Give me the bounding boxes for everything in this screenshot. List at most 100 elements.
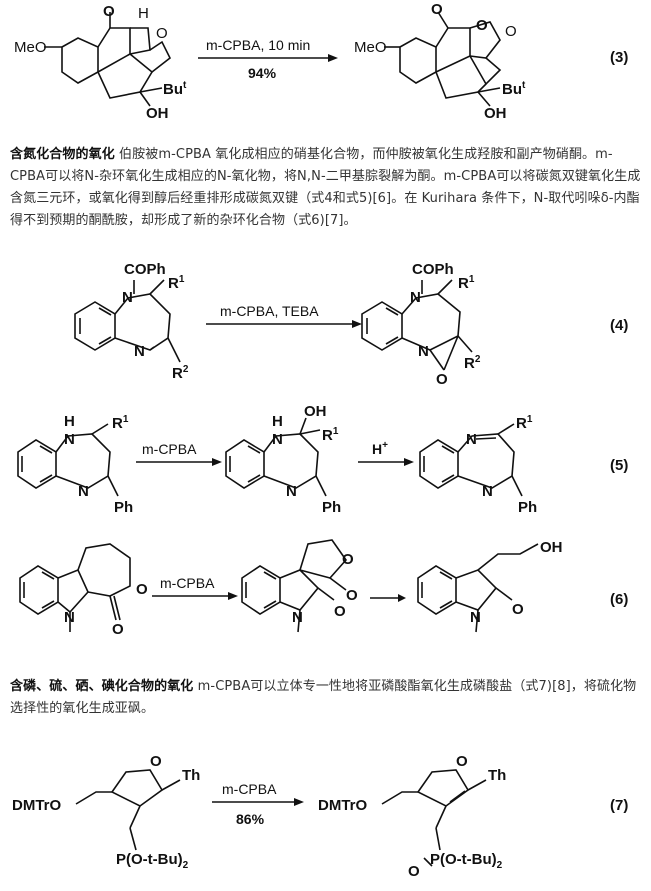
scheme-5-a-bonds (17, 423, 119, 497)
scheme-3-left-meo: MeO (14, 39, 47, 56)
scheme-5-arrowhead-1 (212, 458, 222, 466)
paragraph-nitrogen-body: 伯胺被m-CPBA 氧化成相应的硝基化合物，而仲胺被氧化生成羟胺和副产物硝酮。m… (10, 147, 641, 228)
scheme-5-b-oh: OH (304, 403, 327, 420)
scheme-4: COPh N R1 N R2 m-CPBA, TEBA COPh N R1 N … (0, 252, 651, 397)
scheme-6: N O O m-CPBA O O N O (0, 530, 651, 655)
scheme-3-right-ring-o: O (505, 23, 517, 40)
scheme-7-structures: DMTrO O Th P(O-t-Bu)2 m-CPBA 86% DMTrO O… (12, 753, 628, 880)
scheme-5-c-n1: N (466, 431, 477, 448)
scheme-7-label: (7) (610, 797, 628, 814)
scheme-4-left-r1: R1 (168, 274, 185, 292)
scheme-3-label: (3) (610, 49, 628, 66)
scheme-5-label: (5) (610, 457, 628, 474)
scheme-6-c-oh: OH (540, 539, 563, 556)
scheme-4-right-bonds (361, 279, 473, 371)
scheme-5-reagent-1: m-CPBA (142, 441, 197, 457)
scheme-3-right-meo: MeO (354, 39, 387, 56)
scheme-6-c-bonds (417, 543, 539, 633)
paragraph-nitrogen-lead: 含氮化合物的氧化 (10, 147, 115, 162)
scheme-3-right-tbu: But (502, 80, 526, 98)
scheme-4-right-n2: N (418, 343, 429, 360)
scheme-7-left-o: O (150, 753, 162, 770)
scheme-3-left-h: H (138, 5, 149, 22)
scheme-7-left-dmtr: DMTrO (12, 797, 62, 814)
scheme-3-arrowhead (328, 54, 338, 62)
scheme-4-right-r2: R2 (464, 354, 481, 372)
scheme-7: DMTrO O Th P(O-t-Bu)2 m-CPBA 86% DMTrO O… (0, 744, 651, 891)
scheme-4-reagent: m-CPBA, TEBA (220, 303, 319, 319)
scheme-3-yield: 94% (248, 65, 277, 81)
scheme-5-c-r1: R1 (516, 414, 533, 432)
scheme-4-left-n1: N (122, 289, 133, 306)
scheme-6-reagent: m-CPBA (160, 575, 215, 591)
scheme-6-label: (6) (610, 591, 628, 608)
paragraph-phosphorus-lead: 含磷、硫、硒、碘化合物的氧化 (10, 679, 194, 694)
scheme-7-right-dmtr: DMTrO (318, 797, 368, 814)
scheme-5-arrowhead-2 (404, 458, 414, 466)
scheme-3-left-ring-o: O (156, 25, 168, 42)
scheme-5-a-ph: Ph (114, 499, 133, 516)
scheme-5-a-h: H (64, 413, 75, 430)
scheme-7-arrowhead (294, 798, 304, 806)
scheme-7-reagent: m-CPBA (222, 781, 277, 797)
scheme-3-left-bonds (44, 12, 172, 107)
scheme-4-left-bonds (74, 279, 181, 363)
scheme-6-structures: N O O m-CPBA O O N O (19, 539, 628, 638)
scheme-6-b-n: N (292, 609, 303, 626)
scheme-7-left-th: Th (182, 767, 200, 784)
scheme-4-structures: COPh N R1 N R2 m-CPBA, TEBA COPh N R1 N … (74, 261, 628, 388)
scheme-6-b-o2: O (346, 587, 358, 604)
scheme-5-c-bonds (419, 423, 523, 497)
scheme-4-arrowhead (352, 320, 362, 328)
scheme-7-left-p: P(O-t-Bu)2 (116, 851, 189, 871)
scheme-7-yield: 86% (236, 811, 265, 827)
scheme-7-right-po: O (408, 863, 420, 880)
scheme-5-reagent-2: H+ (372, 440, 388, 457)
scheme-3-left-tbu: But (163, 80, 187, 98)
scheme-3-left-oh: OH (146, 105, 169, 122)
scheme-3: MeO O H O But OH m-CPBA, 10 min 94% MeO … (0, 0, 651, 130)
scheme-6-a-bonds (19, 543, 131, 632)
scheme-5-c-ph: Ph (518, 499, 537, 516)
scheme-3-reagent: m-CPBA, 10 min (206, 37, 310, 53)
scheme-4-label: (4) (610, 317, 628, 334)
scheme-3-left-ketone-o: O (103, 3, 115, 20)
scheme-6-a-o1: O (136, 581, 148, 598)
scheme-5-b-h: H (272, 413, 283, 430)
scheme-4-right-o: O (436, 371, 448, 388)
scheme-7-right-p: P(O-t-Bu)2 (430, 851, 503, 871)
scheme-4-left-cophe: COPh (124, 261, 166, 278)
scheme-5-b-n1: N (272, 431, 283, 448)
scheme-4-left-n2: N (134, 343, 145, 360)
scheme-5-structures: H N R1 N Ph m-CPBA H N OH R1 N Ph H+ (17, 403, 628, 516)
scheme-4-right-cophe: COPh (412, 261, 454, 278)
scheme-6-arrowhead-2 (398, 594, 406, 602)
scheme-6-b-bonds (241, 539, 348, 633)
scheme-4-right-r1: R1 (458, 274, 475, 292)
scheme-7-right-th: Th (488, 767, 506, 784)
scheme-4-right-n1: N (410, 289, 421, 306)
scheme-3-right-oh: OH (484, 105, 507, 122)
scheme-3-structures: MeO O H O But OH m-CPBA, 10 min 94% MeO … (14, 1, 628, 122)
scheme-3-right-bonds (384, 11, 502, 107)
scheme-5-b-n2: N (286, 483, 297, 500)
scheme-3-right-o1: O (431, 1, 443, 18)
scheme-5-a-r1: R1 (112, 414, 129, 432)
scheme-3-right-o2: O (476, 17, 488, 34)
scheme-5-b-r1: R1 (322, 426, 339, 444)
paragraph-nitrogen-oxidation: 含氮化合物的氧化 伯胺被m-CPBA 氧化成相应的硝基化合物，而仲胺被氧化生成羟… (10, 144, 642, 232)
scheme-5-b-bonds (225, 417, 327, 497)
scheme-6-a-o2: O (112, 621, 124, 638)
scheme-4-left-r2: R2 (172, 364, 189, 382)
scheme-6-b-o1: O (342, 551, 354, 568)
scheme-6-b-o3: O (334, 603, 346, 620)
paragraph-phosphorus-body: m-CPBA可以立体专一性地将亚磷酸酯氧化生成磷酸盐（式7)[8]，将硫化物选择… (10, 679, 637, 716)
scheme-5: H N R1 N Ph m-CPBA H N OH R1 N Ph H+ (0, 400, 651, 525)
scheme-7-left-bonds (75, 769, 181, 851)
scheme-5-a-n1: N (64, 431, 75, 448)
scheme-7-right-bonds (381, 769, 487, 867)
scheme-6-a-n: N (64, 609, 75, 626)
paragraph-phosphorus-oxidation: 含磷、硫、硒、碘化合物的氧化 m-CPBA可以立体专一性地将亚磷酸酯氧化生成磷酸… (10, 676, 642, 720)
scheme-7-right-o: O (456, 753, 468, 770)
scheme-6-c-o: O (512, 601, 524, 618)
